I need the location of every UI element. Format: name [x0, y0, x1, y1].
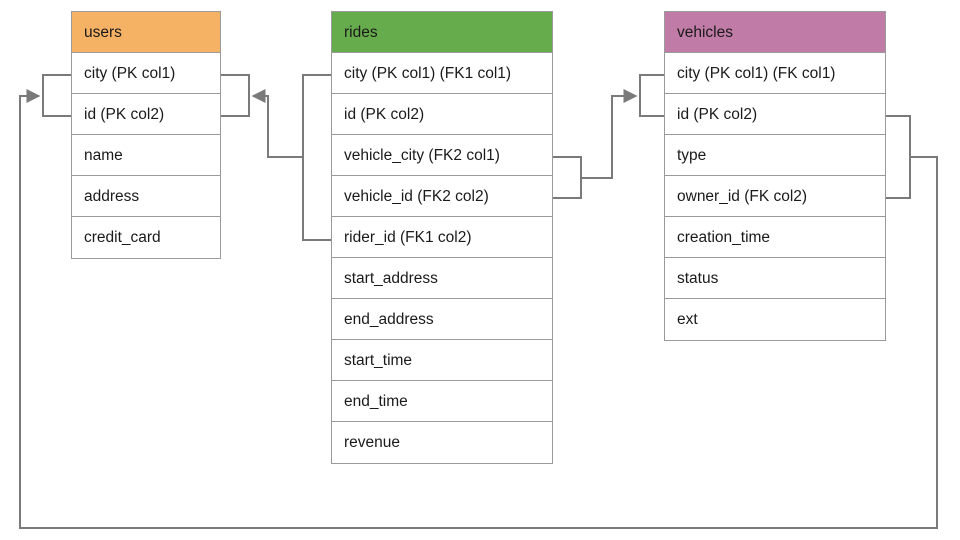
table-rides-header: rides [332, 12, 552, 53]
table-rides-column-start-time: start_time [332, 340, 552, 381]
table-rides[interactable]: rides city (PK col1) (FK1 col1) id (PK c… [331, 11, 553, 464]
table-vehicles-column-id: id (PK col2) [665, 94, 885, 135]
vehicles-left-bracket [639, 74, 664, 117]
table-users-column-address: address [72, 176, 220, 217]
table-vehicles-column-owner-id: owner_id (FK col2) [665, 176, 885, 217]
table-rides-column-end-address: end_address [332, 299, 552, 340]
table-rides-column-revenue: revenue [332, 422, 552, 463]
table-vehicles-column-type: type [665, 135, 885, 176]
users-left-bracket [42, 74, 71, 117]
table-rides-column-start-address: start_address [332, 258, 552, 299]
table-rides-column-vehicle-id: vehicle_id (FK2 col2) [332, 176, 552, 217]
table-users-column-name: name [72, 135, 220, 176]
table-vehicles-header: vehicles [665, 12, 885, 53]
table-rides-column-id: id (PK col2) [332, 94, 552, 135]
table-vehicles-column-status: status [665, 258, 885, 299]
rides-right-bracket [553, 156, 582, 199]
table-vehicles-column-ext: ext [665, 299, 885, 340]
table-users-column-id: id (PK col2) [72, 94, 220, 135]
vehicles-right-bracket [886, 115, 911, 199]
table-rides-column-end-time: end_time [332, 381, 552, 422]
table-vehicles-column-creation-time: creation_time [665, 217, 885, 258]
table-users-column-credit-card: credit_card [72, 217, 220, 258]
table-users[interactable]: users city (PK col1) id (PK col2) name a… [71, 11, 221, 259]
rides-left-bracket [302, 74, 331, 241]
users-right-bracket [221, 74, 250, 117]
table-users-header: users [72, 12, 220, 53]
table-rides-column-rider-id: rider_id (FK1 col2) [332, 217, 552, 258]
connector-rides-to-vehicles [581, 89, 638, 179]
table-rides-column-vehicle-city: vehicle_city (FK2 col1) [332, 135, 552, 176]
table-vehicles[interactable]: vehicles city (PK col1) (FK col1) id (PK… [664, 11, 886, 341]
connector-rides-to-users [251, 89, 303, 158]
table-rides-column-city: city (PK col1) (FK1 col1) [332, 53, 552, 94]
table-users-column-city: city (PK col1) [72, 53, 220, 94]
table-vehicles-column-city: city (PK col1) (FK col1) [665, 53, 885, 94]
